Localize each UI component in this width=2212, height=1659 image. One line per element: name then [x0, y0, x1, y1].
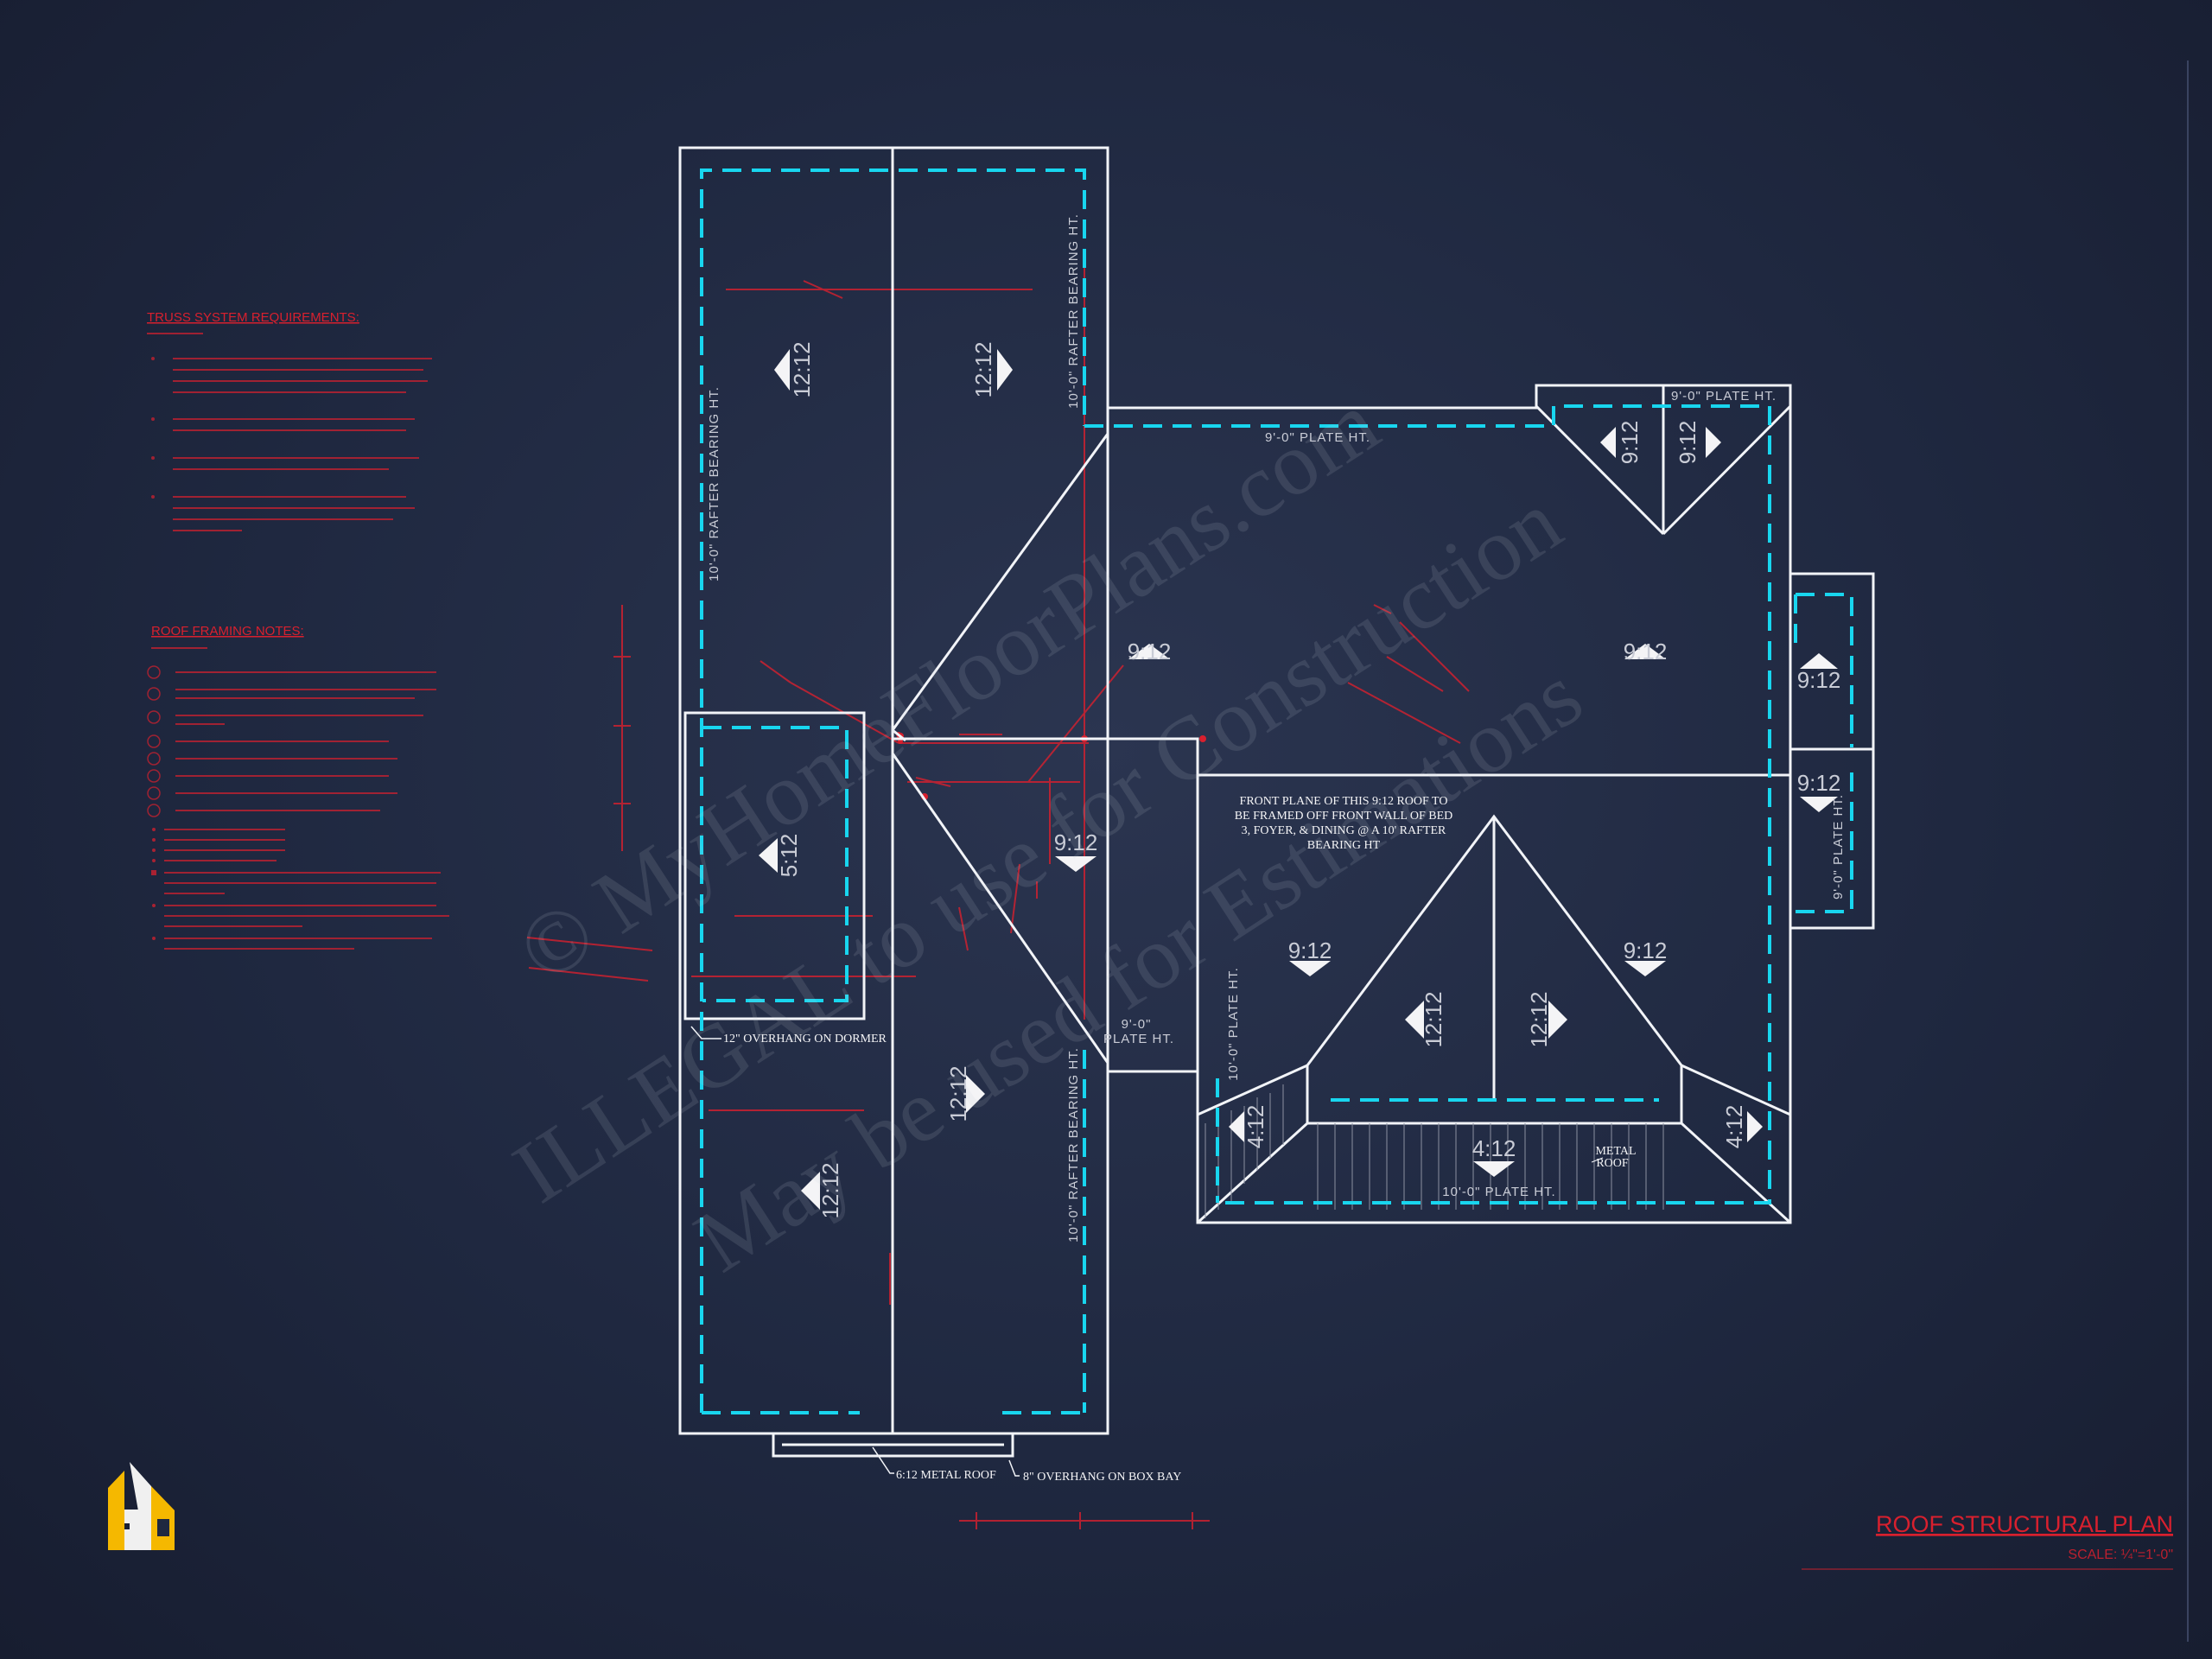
- pitch-label: 12:12: [1526, 991, 1552, 1047]
- pitch-label: 12:12: [970, 341, 996, 397]
- pitch-label: 12:12: [945, 1065, 971, 1122]
- pitch-label: 9:12: [1797, 667, 1841, 693]
- pitch-arrow-dormer: [759, 838, 778, 873]
- pitch-arrow-dormer-upper-left: [1600, 427, 1616, 458]
- pitch-arrow-bay-upper: [1800, 653, 1838, 669]
- plate-height-label: 9'-0" PLATE HT.: [1265, 430, 1370, 445]
- pitch-label: 9:12: [1128, 639, 1172, 664]
- pitch-arrow-center-west: [1128, 644, 1170, 659]
- pitch-arrow-left-wing-east: [997, 349, 1013, 391]
- front-plane-note-line-2: BE FRAMED OFF FRONT WALL OF BED: [1235, 810, 1453, 823]
- plate-height-label: PLATE HT.: [1103, 1032, 1174, 1046]
- plan-title: ROOF STRUCTURAL PLAN: [1876, 1511, 2173, 1537]
- hip-valley-lines: [891, 385, 1792, 1224]
- pitch-label: 9:12: [1675, 421, 1700, 465]
- pitch-label: 4:12: [1721, 1105, 1747, 1149]
- pitch-arrow-front-middle: [1055, 856, 1096, 872]
- pitch-arrow-porch-left: [1229, 1111, 1244, 1142]
- plan-scale: SCALE: ¼"=1'-0": [2068, 1548, 2173, 1562]
- red-notes-panel: TRUSS SYSTEM REQUIREMENTS: ROOF FRAMING …: [147, 310, 449, 950]
- pitch-arrow-bay-lower: [1800, 797, 1838, 812]
- roof-outline: [678, 146, 1875, 1458]
- plate-height-label: 10'-0" PLATE HT.: [1442, 1185, 1555, 1199]
- pitch-label: 9:12: [1624, 938, 1668, 963]
- pitch-label: 9:12: [1617, 421, 1643, 465]
- title-block: ROOF STRUCTURAL PLAN SCALE: ¼"=1'-0": [1802, 1511, 2173, 1570]
- pitch-label: 12:12: [817, 1162, 843, 1218]
- pitch-arrow-gable-right: [1548, 1001, 1567, 1039]
- pitch-label: 12:12: [1421, 991, 1446, 1047]
- pitch-label: 9:12: [1624, 639, 1668, 664]
- framing-notes: FRONT PLANE OF THIS 9:12 ROOF TO BE FRAM…: [690, 795, 1637, 1484]
- pitch-label: 9:12: [1054, 830, 1098, 855]
- front-plane-note-line-3: 3, FOYER, & DINING @ A 10' RAFTER: [1242, 824, 1446, 837]
- bearing-dashed-lines: [700, 168, 1853, 1414]
- brand-logo: [108, 1462, 175, 1550]
- metal-roof-note-line-1: METAL: [1595, 1145, 1636, 1158]
- overhang-dormer-note: 12" OVERHANG ON DORMER: [723, 1033, 887, 1046]
- front-plane-note-line-4: BEARING HT: [1307, 839, 1381, 852]
- plate-height-label: 9'-0" PLATE HT.: [1831, 794, 1846, 899]
- rafter-bearing-label: 10'-0" RAFTER BEARING HT.: [707, 386, 721, 582]
- metal-roof-note-line-2: ROOF: [1596, 1157, 1629, 1170]
- pitch-arrow-gable-left: [1405, 1001, 1424, 1039]
- rafter-bearing-label: 10'-0" RAFTER BEARING HT.: [1066, 213, 1081, 409]
- pitch-arrow-lower-west: [801, 1172, 820, 1210]
- pitch-arrow-lower-east: [966, 1075, 985, 1113]
- pitch-arrow-center-east: [1624, 644, 1666, 659]
- pitch-arrow-porch-right: [1747, 1111, 1763, 1142]
- plate-height-label: 10'-0" PLATE HT.: [1226, 967, 1241, 1080]
- truss-requirements-heading: TRUSS SYSTEM REQUIREMENTS:: [147, 310, 359, 325]
- pitch-arrow-left-wing-west: [774, 349, 790, 391]
- pitch-labels: 12:12 12:12 9:12 9:12 9:12 9:12 9:12 9:1…: [776, 341, 1840, 1218]
- pitch-label: 9:12: [1797, 770, 1841, 796]
- plate-height-label: 9'-0" PLATE HT.: [1671, 389, 1777, 404]
- front-plane-note-line-1: FRONT PLANE OF THIS 9:12 ROOF TO: [1240, 795, 1448, 808]
- pitch-label: 4:12: [1472, 1135, 1516, 1161]
- plate-height-label: 9'-0": [1122, 1017, 1152, 1032]
- watermark: © MyHomeFloorPlans.com ILLEGAL to use fo…: [497, 372, 1599, 1291]
- rafter-bearing-label: 10'-0" RAFTER BEARING HT.: [1066, 1047, 1081, 1243]
- pitch-arrow-porch-front: [1473, 1161, 1515, 1177]
- roof-framing-notes-heading: ROOF FRAMING NOTES:: [151, 624, 304, 639]
- pitch-arrow-dormer-upper-right: [1706, 427, 1721, 458]
- pitch-arrow-front-left: [1289, 961, 1331, 976]
- metal-roof-612-note: 6:12 METAL ROOF: [896, 1469, 996, 1482]
- pitch-arrows: [759, 349, 1838, 1210]
- plate-labels: 10'-0" RAFTER BEARING HT. 10'-0" RAFTER …: [707, 213, 1846, 1243]
- pitch-label: 4:12: [1243, 1105, 1268, 1149]
- red-dimensions: [526, 259, 1470, 1529]
- pitch-label: 12:12: [789, 341, 815, 397]
- pitch-arrow-front-right: [1624, 961, 1666, 976]
- metal-roof-hatch: [1205, 1084, 1664, 1218]
- overhang-box-bay-note: 8" OVERHANG ON BOX BAY: [1023, 1471, 1181, 1484]
- pitch-label: 5:12: [776, 834, 802, 878]
- pitch-label: 9:12: [1288, 938, 1332, 963]
